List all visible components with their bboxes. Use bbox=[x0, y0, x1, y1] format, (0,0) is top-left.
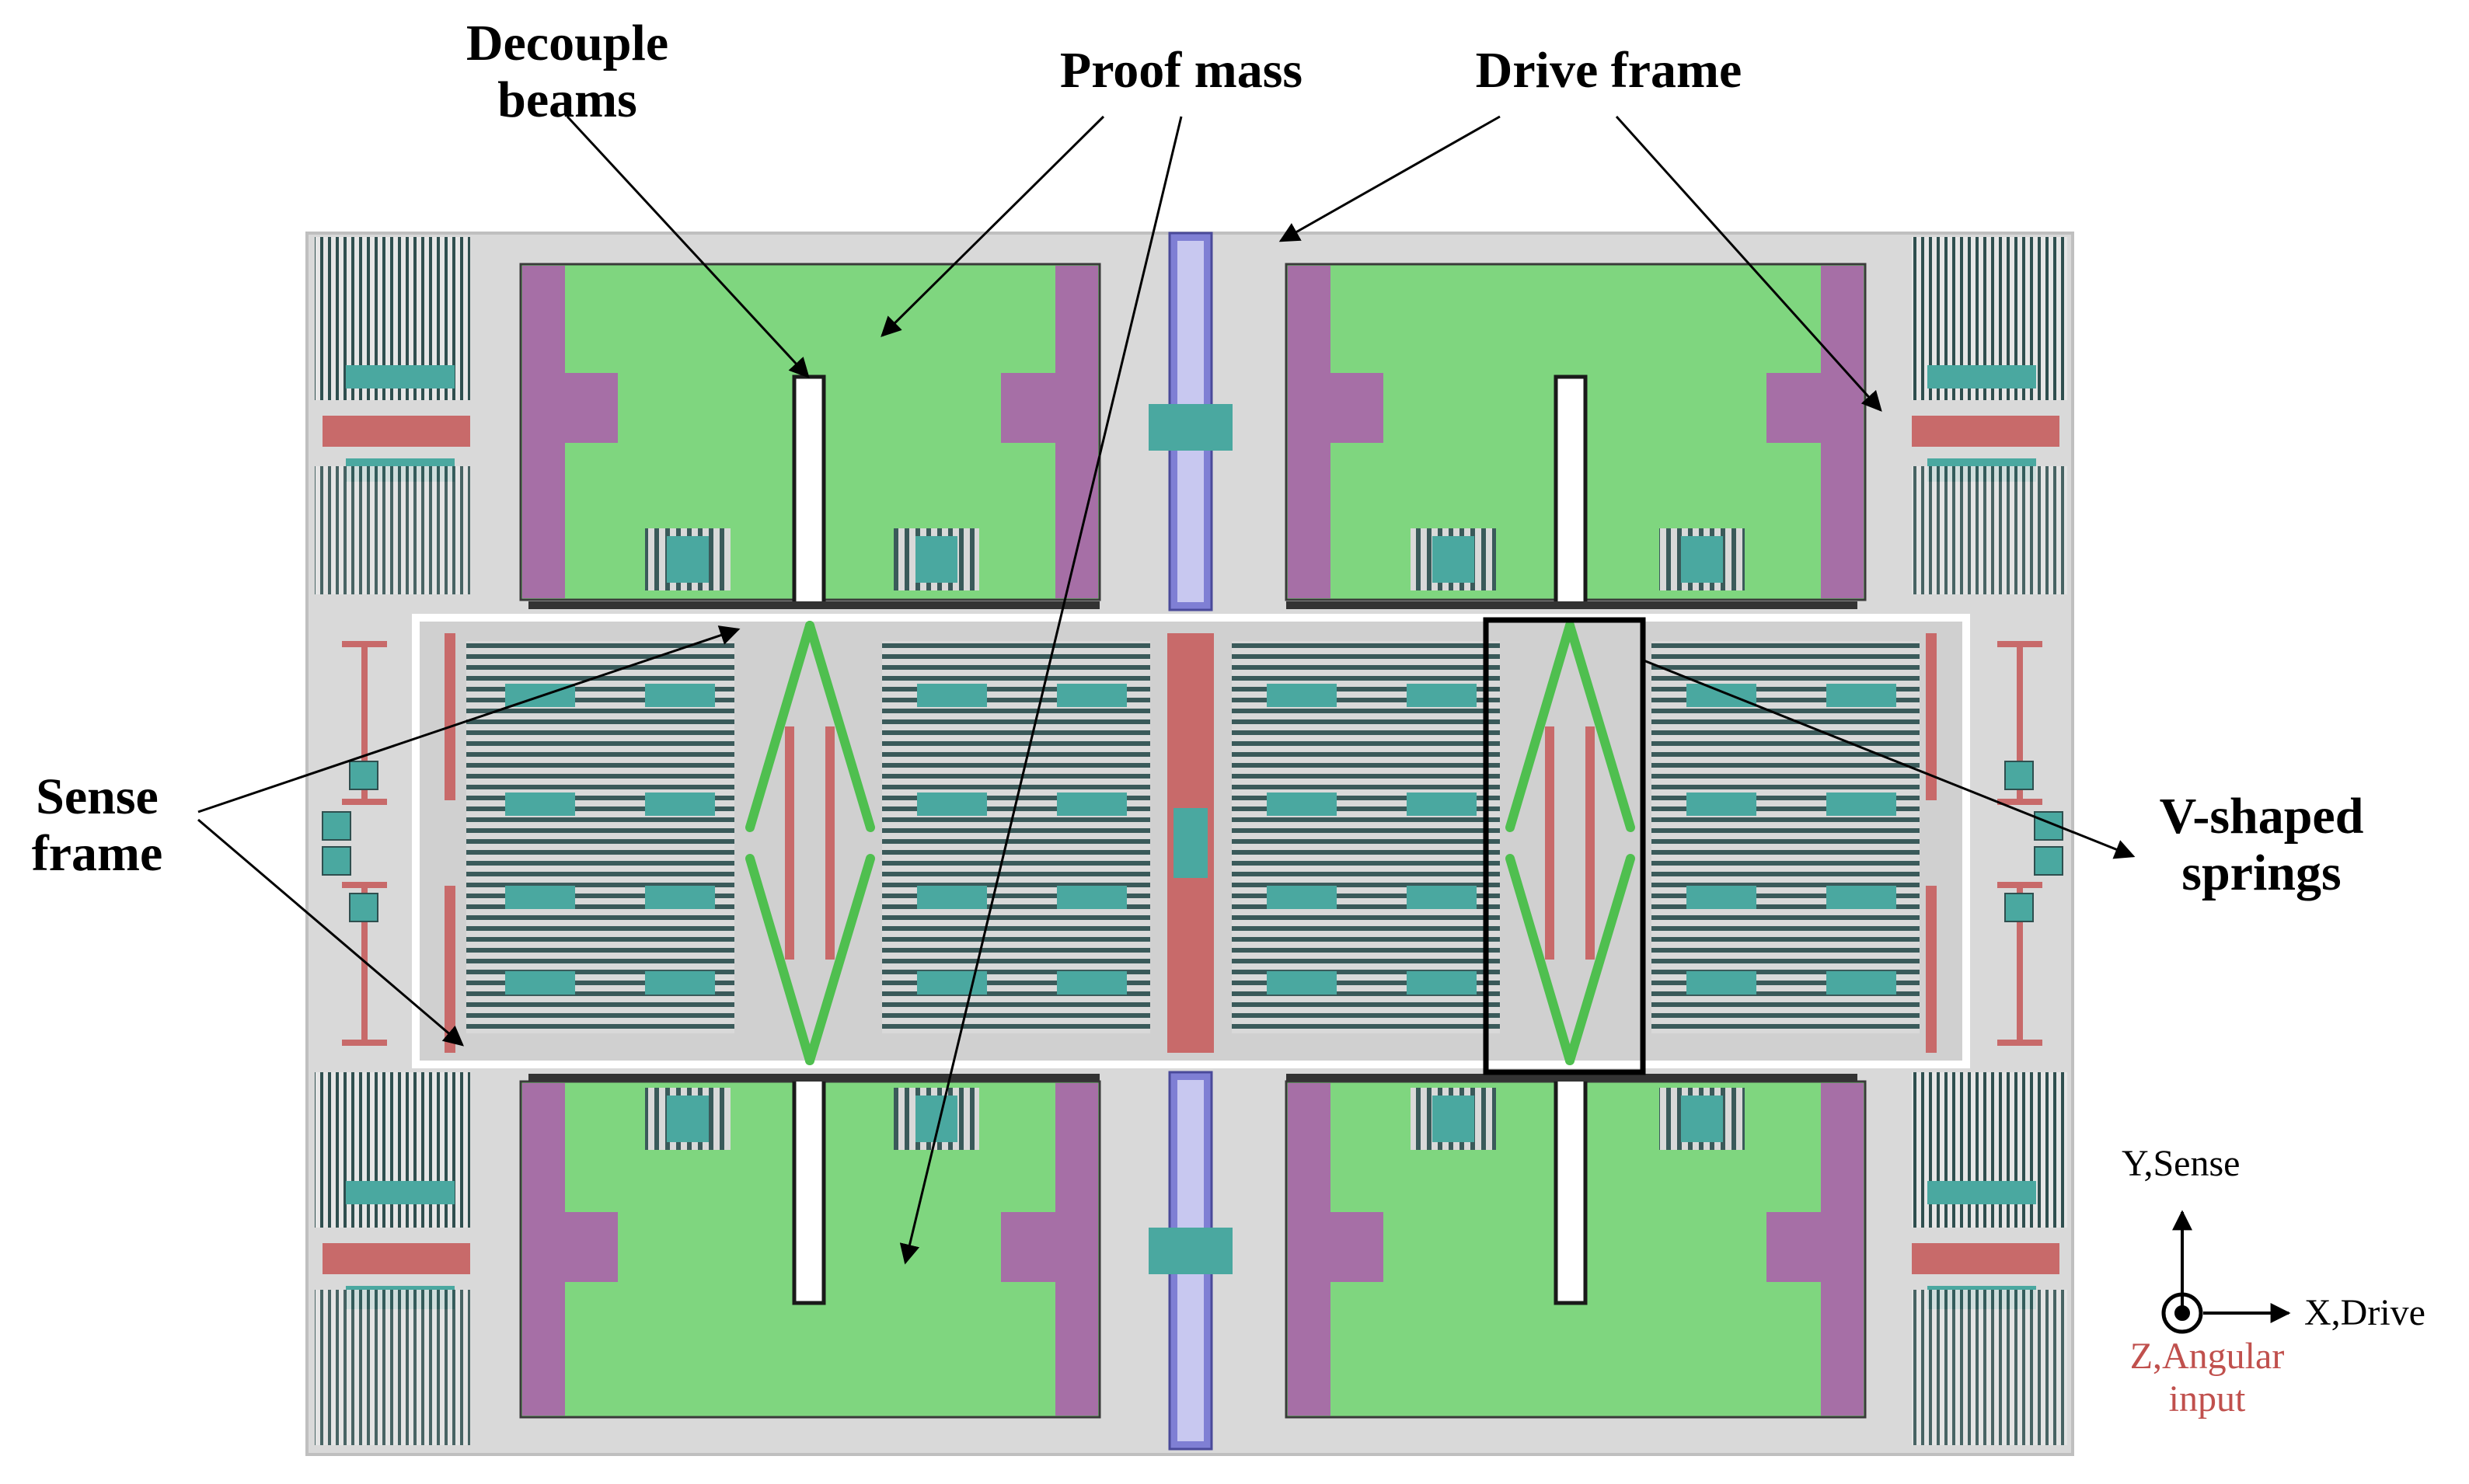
z-axis-circle bbox=[2161, 1292, 2203, 1334]
arrow-proof-mass-bottom bbox=[899, 116, 1183, 1265]
corner-comb-drive-top-right bbox=[1912, 237, 2067, 594]
axes-glyph bbox=[2161, 1210, 2291, 1334]
label-z-angular-input: Z,Angular input bbox=[2129, 1336, 2285, 1420]
label-x-drive: X,Drive bbox=[2304, 1292, 2425, 1333]
side-anchor-pads bbox=[322, 761, 2063, 922]
arrow-sense-frame-upper bbox=[197, 625, 741, 813]
center-suspension-springs bbox=[1149, 232, 1233, 1451]
label-v-shaped-springs: V-shaped springs bbox=[2159, 788, 2364, 901]
annotation-arrows bbox=[197, 115, 2136, 1265]
decouple-beams bbox=[792, 374, 1588, 1305]
v-shaped-springs-left bbox=[745, 621, 875, 1065]
arrow-v-springs bbox=[1643, 659, 2136, 859]
v-spring-highlight-box bbox=[1483, 617, 1646, 1075]
v-shaped-springs-left-inner bbox=[785, 726, 835, 960]
z-axis-dot bbox=[2174, 1305, 2190, 1321]
sense-comb-arrays bbox=[466, 641, 1920, 1033]
label-decouple-beams: Decouple beams bbox=[466, 15, 669, 128]
side-sense-beams bbox=[342, 633, 2042, 1053]
label-drive-frame: Drive frame bbox=[1475, 42, 1742, 99]
arrow-drive-frame-right bbox=[1615, 115, 1882, 412]
label-y-sense: Y,Sense bbox=[2122, 1143, 2241, 1184]
corner-comb-drive-top-left bbox=[315, 237, 470, 594]
arrow-sense-frame-lower bbox=[197, 818, 464, 1047]
label-sense-frame: Sense frame bbox=[31, 768, 163, 882]
arrow-drive-frame-center bbox=[1278, 115, 1501, 242]
drive-frame-bars bbox=[528, 601, 1857, 1082]
arrow-decouple-beams bbox=[566, 115, 810, 378]
arrow-proof-mass-top bbox=[881, 115, 1105, 337]
label-proof-mass: Proof mass bbox=[1059, 42, 1303, 99]
v-shaped-springs-right bbox=[1505, 621, 1635, 1065]
corner-comb-drive-bottom-right bbox=[1912, 1072, 2067, 1445]
v-shaped-springs-right-inner bbox=[1545, 726, 1595, 960]
corner-comb-drive-bottom-left bbox=[315, 1072, 470, 1445]
